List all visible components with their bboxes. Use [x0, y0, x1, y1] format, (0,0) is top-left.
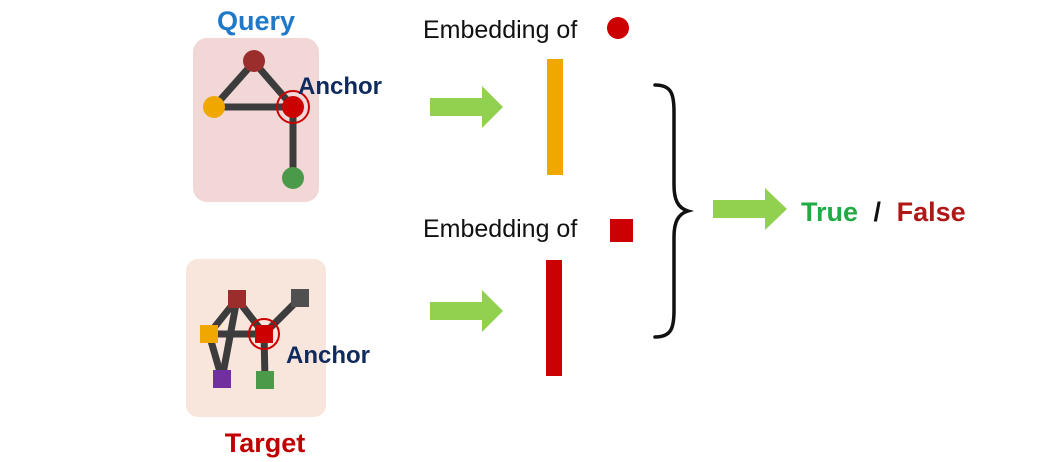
- target-anchor-label: Anchor: [286, 342, 370, 369]
- right-arrow-icon: [430, 290, 503, 332]
- query-anchor-node: [282, 96, 304, 118]
- result-false-label: False: [897, 197, 966, 227]
- target-title: Target: [225, 428, 306, 458]
- query-embedding-label: Embedding of: [423, 16, 577, 44]
- circle-marker-icon: [607, 17, 629, 39]
- query-node-darkred: [243, 50, 265, 72]
- query-embedding-bar: [547, 59, 563, 175]
- square-marker-icon: [610, 219, 633, 242]
- target-anchor-node: [255, 325, 273, 343]
- query-anchor-label: Anchor: [298, 73, 382, 100]
- target-node-purple: [213, 370, 231, 388]
- target-node-darkred: [228, 290, 246, 308]
- curly-brace-icon: [653, 83, 695, 339]
- target-embedding-bar: [546, 260, 562, 376]
- right-arrow-icon: [713, 188, 787, 230]
- target-node-orange: [200, 325, 218, 343]
- query-node-green: [282, 167, 304, 189]
- result-text: True / False: [801, 197, 966, 227]
- result-separator: /: [874, 197, 882, 227]
- target-node-green: [256, 371, 274, 389]
- result-true-label: True: [801, 197, 858, 227]
- target-anchor-ring: [248, 318, 280, 350]
- target-node-gray: [291, 289, 309, 307]
- query-panel: [193, 38, 319, 202]
- query-anchor-ring: [276, 90, 310, 124]
- target-embedding-label: Embedding of: [423, 215, 577, 243]
- query-node-orange: [203, 96, 225, 118]
- target-edge: [218, 295, 241, 383]
- query-title: Query: [217, 6, 295, 36]
- right-arrow-icon: [430, 86, 503, 128]
